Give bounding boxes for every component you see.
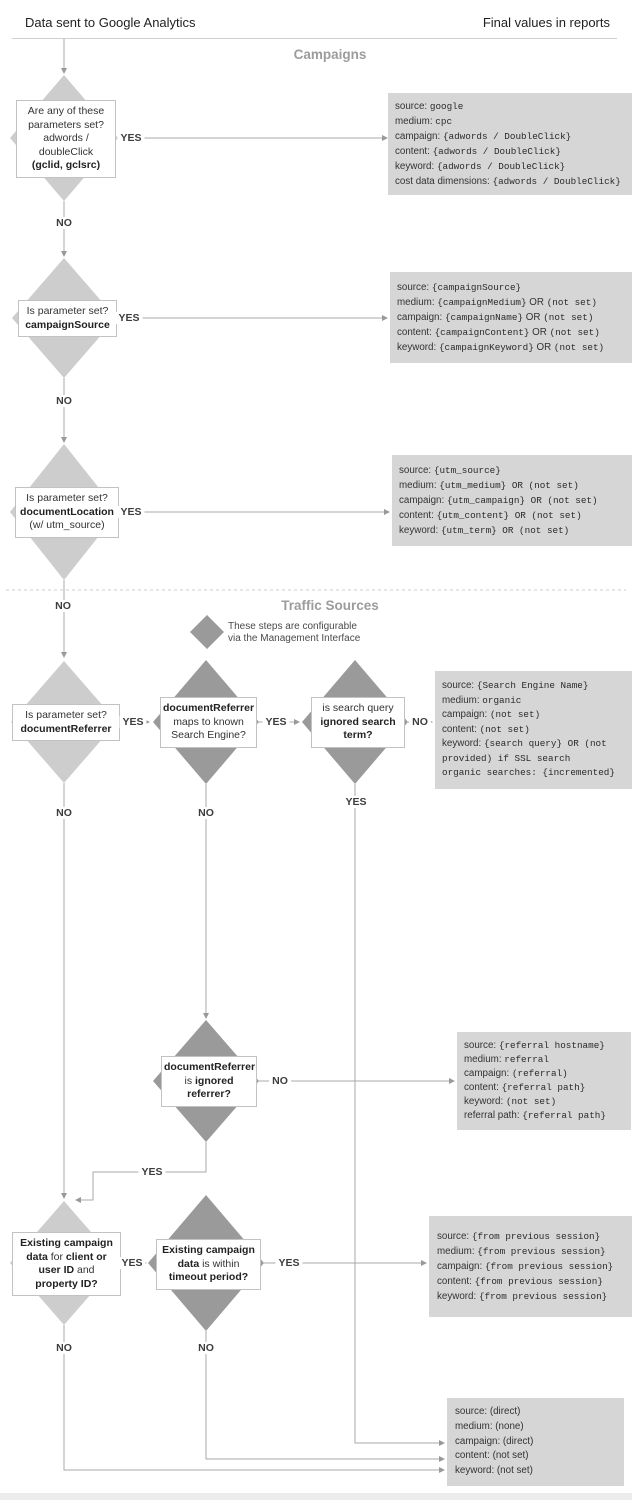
legend-note: These steps are configurable via the Man… bbox=[228, 621, 360, 644]
result-box-direct: source: (direct)medium: (none)campaign: … bbox=[447, 1398, 624, 1486]
edge-label-no-d9: NO bbox=[195, 1342, 217, 1354]
edge-label-yes-d8: YES bbox=[118, 1257, 146, 1269]
edge-label-no-d6: NO bbox=[409, 716, 431, 728]
result-box-utm-params: source: {utm_source}medium: {utm_medium}… bbox=[392, 455, 632, 546]
result-box-organic-search: source: {Search Engine Name}medium: orga… bbox=[435, 671, 632, 789]
edge-label-no-d1: NO bbox=[53, 217, 75, 229]
header-divider bbox=[12, 38, 617, 39]
wire-d8-no bbox=[63, 1325, 441, 1471]
edge-label-yes-d6: YES bbox=[342, 796, 370, 808]
result-box-referral: source: {referral hostname}medium: refer… bbox=[457, 1032, 631, 1130]
edge-label-yes-d4: YES bbox=[119, 716, 147, 728]
wire-d7-yes bbox=[79, 1142, 207, 1201]
edge-label-yes-d5: YES bbox=[262, 716, 290, 728]
header-final-values: Final values in reports bbox=[482, 15, 610, 30]
header-data-sent: Data sent to Google Analytics bbox=[25, 15, 196, 30]
wire-d9-no bbox=[205, 1331, 441, 1460]
decision-label-campaign-source: Is parameter set?campaignSource bbox=[18, 300, 117, 337]
edge-label-no-d2: NO bbox=[53, 395, 75, 407]
edge-label-no-d4: NO bbox=[53, 807, 75, 819]
edge-label-yes-d3: YES bbox=[117, 506, 145, 518]
edge-label-no-d7: NO bbox=[269, 1075, 291, 1087]
legend-diamond-icon bbox=[190, 615, 224, 649]
edge-label-yes-d1: YES bbox=[117, 132, 145, 144]
legend-note-line1: These steps are configurable bbox=[228, 621, 357, 632]
arrowheads bbox=[61, 68, 455, 1473]
bottom-edge-strip bbox=[0, 1493, 632, 1500]
decision-label-document-location: Is parameter set?documentLocation(w/ utm… bbox=[15, 487, 119, 538]
section-title-campaigns: Campaigns bbox=[293, 47, 367, 62]
edge-label-yes-d2: YES bbox=[115, 312, 143, 324]
result-box-previous-session: source: {from previous session}medium: {… bbox=[429, 1216, 632, 1317]
edge-label-no-d3: NO bbox=[52, 600, 74, 612]
section-title-traffic-sources: Traffic Sources bbox=[281, 598, 379, 613]
result-box-campaign-params: source: {campaignSource}medium: {campaig… bbox=[390, 272, 632, 363]
wire-d6-yes bbox=[354, 784, 441, 1444]
edge-label-yes-d7: YES bbox=[138, 1166, 166, 1178]
edge-label-no-d8: NO bbox=[53, 1342, 75, 1354]
edge-label-yes-d9: YES bbox=[275, 1257, 303, 1269]
edge-label-no-d5: NO bbox=[195, 807, 217, 819]
legend-note-line2: via the Management Interface bbox=[228, 632, 361, 644]
decision-label-document-referrer: Is parameter set?documentReferrer bbox=[12, 704, 120, 741]
